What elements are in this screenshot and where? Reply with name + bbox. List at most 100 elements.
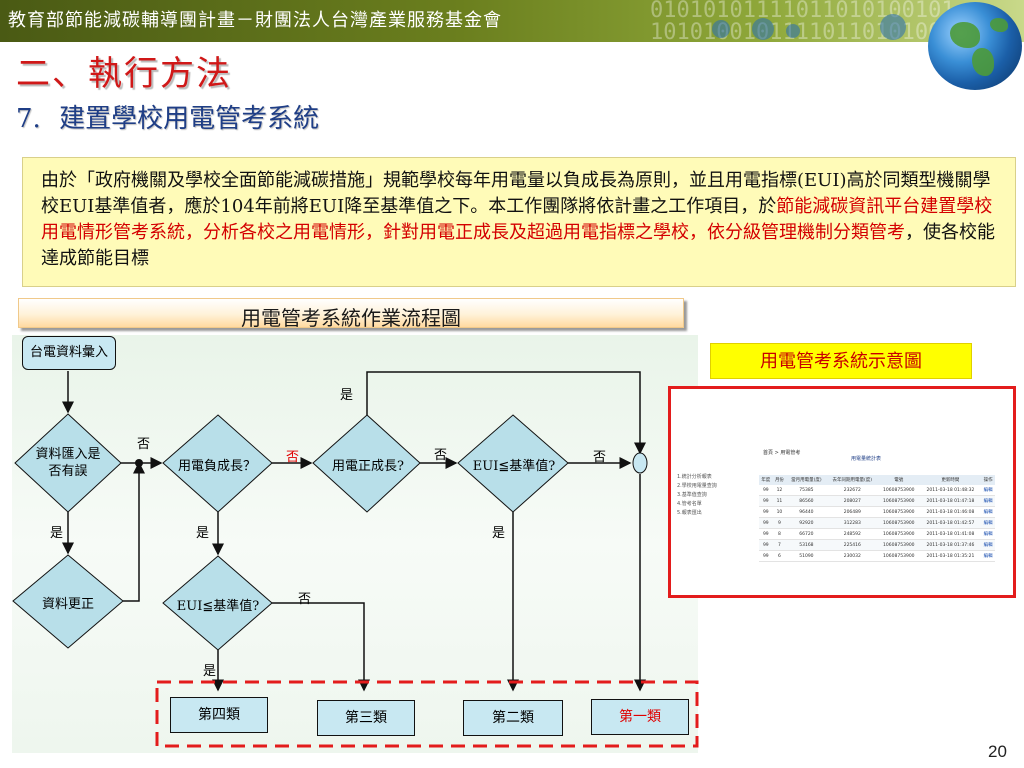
table-cell: 2011-03-18 01:35:21 — [919, 550, 982, 562]
edit-link[interactable]: 編輯 — [981, 550, 995, 562]
table-cell: 312283 — [826, 517, 879, 529]
junction-dot — [135, 459, 143, 467]
side-menu-item[interactable]: 3.基準值查詢 — [677, 492, 707, 498]
label-yes-top: 是 — [340, 388, 354, 403]
table-header-row: 年度 月份 當月用電量(度) 去年同期用電量(度) 電號 更新時間 操作 — [759, 475, 995, 485]
table-cell: 99 — [759, 485, 773, 496]
page-number: 20 — [988, 742, 1007, 761]
table-cell: 248592 — [826, 528, 879, 540]
intro-paragraph: 由於「政府機關及學校全面節能減碳措施」規範學校每年用電量以負成長為原則，並且用電… — [22, 157, 1016, 287]
col-header: 當月用電量(度) — [791, 478, 822, 483]
table-cell: 10 — [772, 506, 787, 518]
table-cell: 51090 — [786, 550, 827, 562]
table-cell: 12 — [772, 485, 787, 496]
label-no-4: 否 — [593, 450, 607, 465]
side-menu-item[interactable]: 5.報表匯出 — [677, 510, 702, 516]
sub-title-number: 7. — [16, 104, 41, 134]
table-cell: 206489 — [826, 506, 879, 518]
table-cell: 99 — [759, 495, 773, 507]
table-cell: 99 — [759, 528, 773, 540]
table-cell: 66720 — [786, 528, 827, 540]
col-header: 月份 — [774, 478, 784, 483]
table-cell: 96440 — [786, 506, 827, 518]
screenshot-caption: 用電管考系統示意圖 — [710, 343, 972, 379]
table-cell: 230032 — [826, 550, 879, 562]
breadcrumb: 首頁 > 用電管考 — [763, 450, 801, 456]
category-group-frame — [155, 680, 699, 748]
table-cell: 10608753900 — [878, 485, 920, 496]
col-header: 去年同期用電量(度) — [832, 478, 873, 483]
table-cell: 9 — [772, 517, 787, 529]
table-cell: 7 — [772, 539, 787, 551]
sub-title: 7. 建置學校用電管考系統 — [16, 98, 319, 135]
edit-link[interactable]: 編輯 — [981, 485, 995, 496]
table-cell: 99 — [759, 517, 773, 529]
side-menu-item[interactable]: 1.統計分析報表 — [677, 474, 712, 480]
globe-icon — [928, 2, 1022, 90]
table-cell: 208027 — [826, 495, 879, 507]
table-cell: 10608753900 — [878, 495, 920, 507]
diamond-positive-growth — [312, 414, 421, 513]
table-cell: 10608753900 — [878, 517, 920, 529]
table-cell: 10608753900 — [878, 550, 920, 562]
intro-text-highlight: 節能減碳資訊平台建置學校用電情形管考系統，分析各校之用電情形，針對用電正成長及超… — [41, 196, 993, 243]
table-cell: 86560 — [786, 495, 827, 507]
flow-fix-label: 資料更正 — [41, 597, 94, 612]
category-1-box: 第一類 — [591, 699, 689, 735]
side-heading: 教育部節能減碳學校用電管考系統 — [677, 449, 753, 455]
diamond-fix — [12, 554, 124, 649]
category-3-box: 第三類 — [317, 700, 415, 736]
edit-link[interactable]: 編輯 — [981, 506, 995, 518]
flow-negative-growth-label: 用電負成長？ — [177, 459, 256, 474]
label-yes-error: 是 — [50, 526, 64, 541]
col-header: 操作 — [983, 478, 993, 483]
table-cell: 2011-03-18 01:41:08 — [919, 528, 982, 540]
table-cell: 232672 — [826, 485, 879, 496]
connector-circle — [632, 452, 648, 474]
intro-text-3: ，使各校能達成節能目標 — [41, 222, 995, 269]
intro-text-1: 由於「政府機關及學校全面節能減碳措施」規範學校每年用電量以負成長為原則，並且用電… — [41, 170, 991, 217]
side-menu: 1.統計分析報表 2.學校用電量查詢 3.基準值查詢 4.管考名單 5.報表匯出 — [677, 473, 753, 518]
table-cell: 99 — [759, 539, 773, 551]
side-menu-item[interactable]: 2.學校用電量查詢 — [677, 483, 717, 489]
table-cell: 2011-03-18 01:46:08 — [919, 506, 982, 518]
banner-title: 教育部節能減碳輔導團計畫－財團法人台灣產業服務基金會 — [8, 10, 502, 31]
table-cell: 2011-03-18 01:42:57 — [919, 517, 982, 529]
label-yes-eui1: 是 — [492, 526, 506, 541]
table-cell: 10608753900 — [878, 506, 920, 518]
flow-eui-2-label: EUI≦基準值? — [176, 599, 260, 614]
table-cell: 10608753900 — [878, 539, 920, 551]
table-cell: 2011-03-18 01:37:46 — [919, 539, 982, 551]
label-no-1: 否 — [137, 437, 151, 452]
sub-title-text: 建置學校用電管考系統 — [59, 104, 320, 134]
col-header: 更新時間 — [941, 478, 960, 483]
table-cell: 2011-03-18 01:47:18 — [919, 495, 982, 507]
edit-link[interactable]: 編輯 — [981, 528, 995, 540]
header-banner: 010101011110110101001011 101010010111101… — [0, 0, 1024, 42]
platform-title: 校園節能減碳資訊平台 — [789, 413, 910, 427]
flow-diamond-data-error-label: 資料匯入是否有誤 — [35, 447, 101, 479]
label-yes-neg: 是 — [196, 526, 210, 541]
col-header: 年度 — [761, 478, 771, 483]
edit-link[interactable]: 編輯 — [981, 539, 995, 551]
category-2-box: 第二類 — [463, 700, 563, 736]
table-cell: 53168 — [786, 539, 827, 551]
flowchart-title-bar: 用電管考系統作業流程圖 — [18, 298, 684, 330]
side-menu-item[interactable]: 4.管考名單 — [677, 501, 702, 507]
flowchart-title: 用電管考系統作業流程圖 — [241, 306, 461, 330]
label-no-3: 否 — [434, 448, 448, 463]
edit-link[interactable]: 編輯 — [981, 517, 995, 529]
label-no-eui2: 否 — [298, 592, 312, 607]
screenshot-frame: 校園節能減碳資訊平台 教育部節能減碳學校用電管考系統 1.統計分析報表 2.學校… — [668, 386, 1016, 598]
edit-link[interactable]: 編輯 — [981, 495, 995, 507]
table-cell: 6 — [772, 550, 787, 562]
